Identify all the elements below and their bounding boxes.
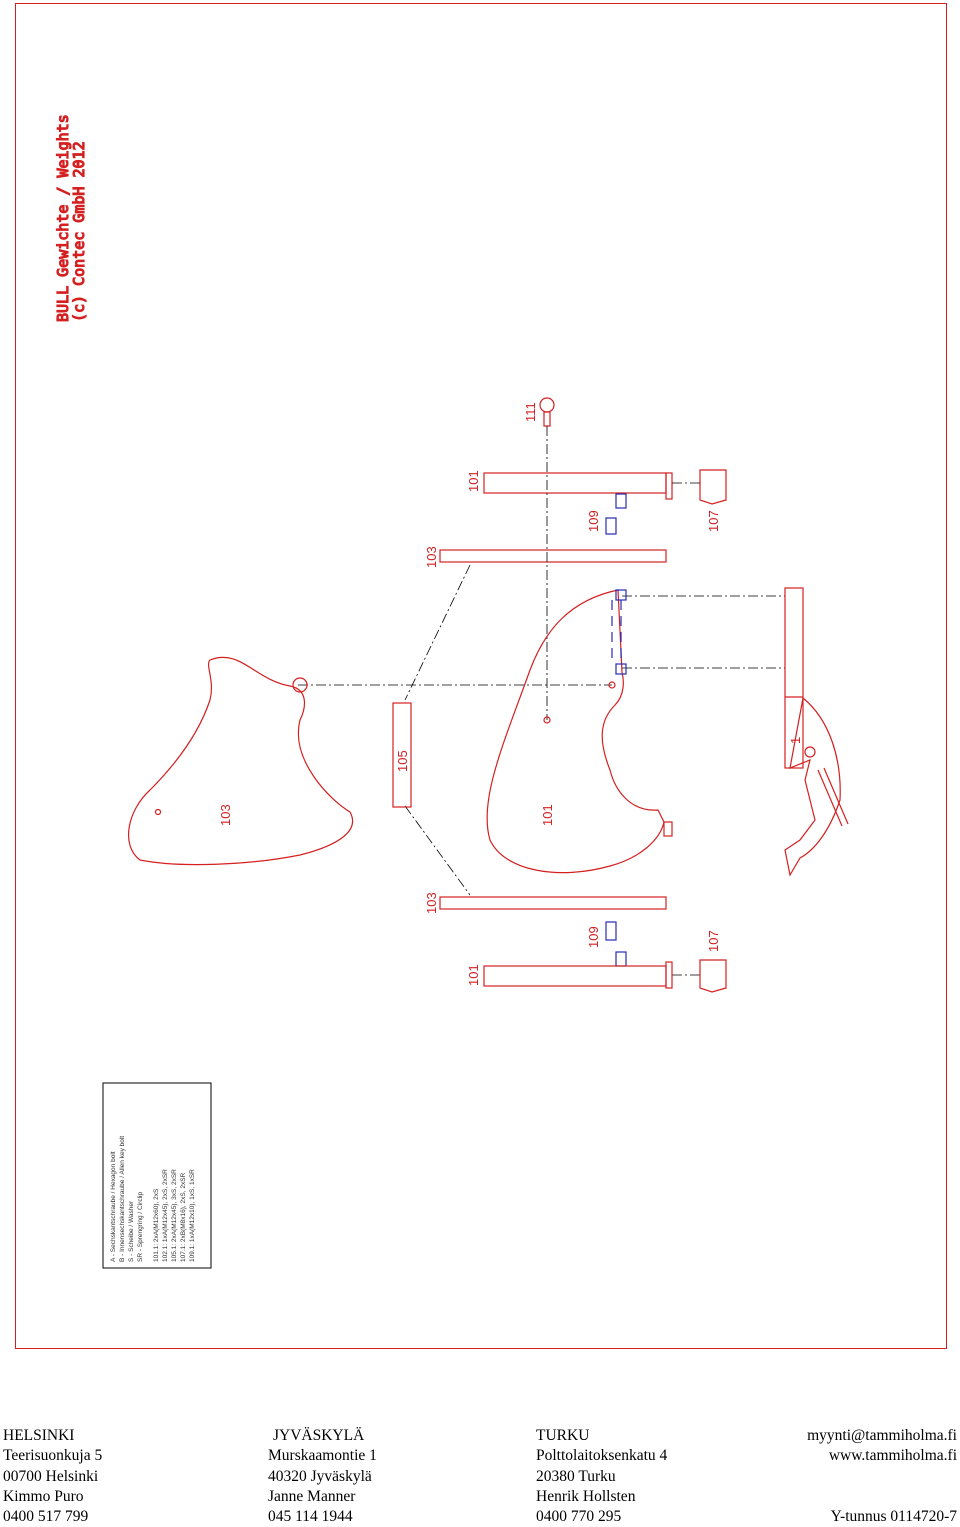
contact: Henrik Hollsten [536, 1487, 636, 1505]
office-turku: TURKU Polttolaitoksenkatu 4 20380 Turku … [536, 1426, 667, 1527]
label-107-bottom: 107 [706, 930, 721, 952]
part-103-plate [127, 656, 354, 866]
label-103-top: 103 [424, 546, 439, 568]
footer: HELSINKI Teerisuonkuja 5 00700 Helsinki … [0, 1426, 960, 1527]
legend-line-4: SR - Sprengring / Circlip [137, 1192, 144, 1262]
label-111: 111 [523, 402, 538, 422]
legend-line-6: 102.1: 1xA(M12x45), 2xS, 2xSR [162, 1169, 169, 1262]
legend-line-5: 101.1: 2xA(M12x60), 2xS [153, 1188, 160, 1262]
label-103-bottom: 103 [424, 892, 439, 914]
part-101-top [483, 472, 667, 494]
part-109-top-bolt [615, 493, 627, 509]
part-107-top [699, 469, 727, 505]
postal: 20380 Turku [536, 1467, 616, 1485]
part-105 [392, 702, 412, 808]
label-109-bottom: 109 [586, 926, 601, 948]
office-helsinki: HELSINKI Teerisuonkuja 5 00700 Helsinki … [3, 1426, 102, 1527]
phone: 0400 517 799 [3, 1508, 89, 1526]
office-jyvaskyla: JYVÄSKYLÄ Murskaamontie 1 40320 Jyväskyl… [268, 1426, 377, 1527]
legend-line-1: A - Sechskantschraube / Hexagon bolt [110, 1151, 117, 1262]
company-info: myynti@tammiholma.fi www.tammiholma.fi Y… [807, 1426, 957, 1527]
legend-line-8: 107.1: 2xB(M8x16), 2xS, 2xSR [180, 1172, 187, 1262]
web-link[interactable]: www.tammiholma.fi [828, 1447, 957, 1465]
legend-line-7: 105.1: 2xA(M12x45), 3xS, 2xSR [171, 1169, 178, 1262]
contact: Janne Manner [268, 1487, 356, 1505]
label-109-top: 109 [586, 510, 601, 532]
part-107-bottom [699, 959, 727, 993]
label-101-bottom: 101 [466, 964, 481, 986]
label-107-top: 107 [706, 510, 721, 532]
email-link[interactable]: myynti@tammiholma.fi [807, 1427, 957, 1444]
part-101-top-end [665, 472, 673, 500]
part-111-knob [539, 397, 555, 413]
part-103-top [439, 549, 667, 563]
part-1-bar [784, 587, 804, 769]
part-1-hook [784, 696, 841, 877]
postal: 40320 Jyväskylä [268, 1467, 372, 1485]
drawing-title: BULL Gewichte / Weights [54, 114, 72, 322]
street: Polttolaitoksenkatu 4 [536, 1447, 668, 1465]
drawing-copyright: (c) Contec GmbH 2012 [70, 141, 88, 322]
street: Murskaamontie 1 [268, 1447, 377, 1465]
street: Teerisuonkuja 5 [3, 1447, 103, 1465]
legend-line-3: S - Scheibe / Washer [128, 1200, 135, 1262]
phone: 0400 770 295 [536, 1508, 622, 1526]
technical-drawing: BULL Gewichte / Weights (c) Contec GmbH … [53, 114, 849, 1269]
postal: 00700 Helsinki [3, 1467, 99, 1485]
label-103-left: 103 [218, 804, 233, 826]
city: HELSINKI [3, 1427, 75, 1444]
phone: 045 114 1944 [268, 1508, 353, 1526]
label-101-top: 101 [466, 470, 481, 492]
contact: Kimmo Puro [3, 1487, 84, 1505]
city: TURKU [536, 1427, 590, 1444]
label-101-center: 101 [540, 804, 555, 826]
part-101-plate [486, 589, 665, 874]
legend-line-2: B - Innensechskantschraube / Allen key b… [119, 1136, 126, 1262]
drawing-border [15, 3, 947, 1349]
legend-line-9: 109.1: 1xA(M12x10), 1xS, 1xSR [189, 1169, 196, 1262]
part-109-top [605, 517, 617, 535]
business-id: Y-tunnus 0114720-7 [830, 1508, 957, 1526]
city: JYVÄSKYLÄ [273, 1427, 365, 1444]
part-109-bottom [605, 921, 617, 941]
label-105: 105 [395, 750, 410, 772]
part-101-bottom [483, 965, 667, 987]
part-111-pin [543, 411, 551, 427]
part-103-bottom [439, 896, 667, 910]
legend-box [102, 1082, 212, 1269]
